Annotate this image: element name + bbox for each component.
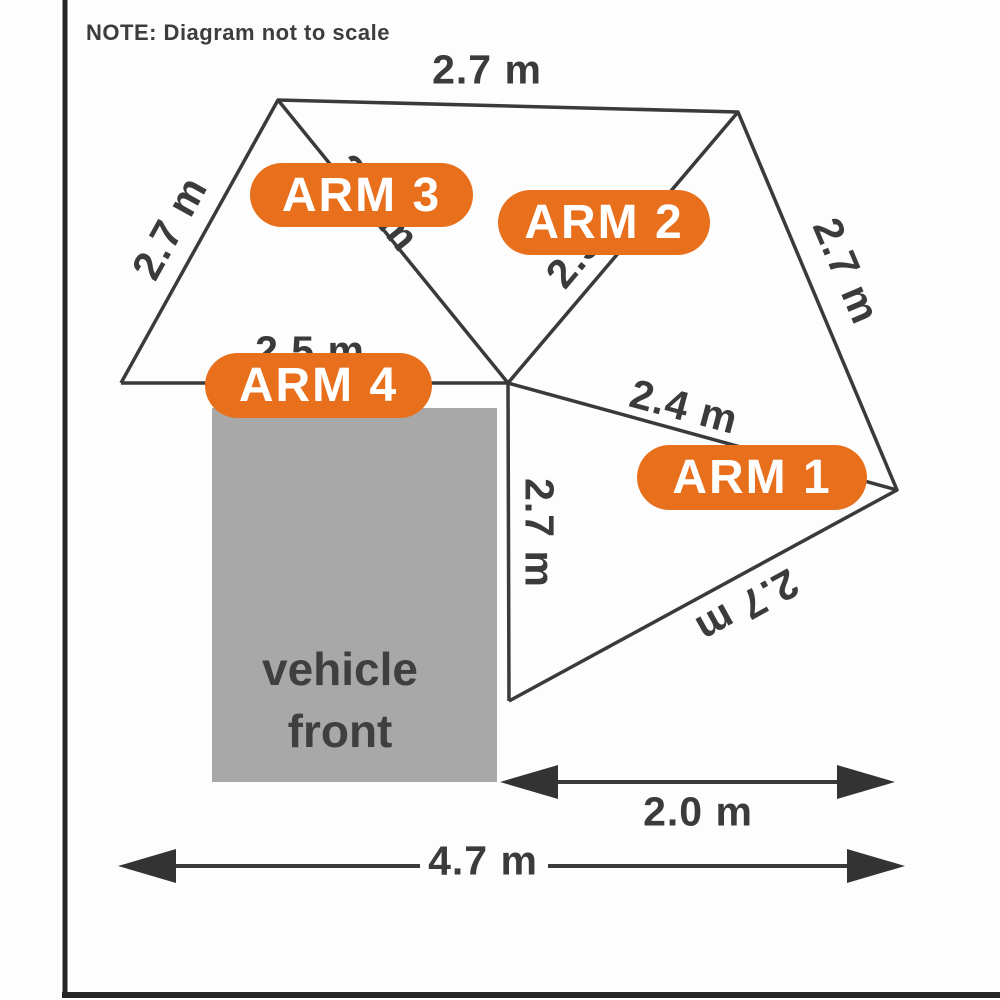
vehicle-front-label: vehicle front bbox=[262, 638, 418, 762]
badge-arm2: ARM 2 bbox=[498, 190, 710, 255]
center-drop-line bbox=[506, 382, 511, 702]
awning-depth-arrowhead-right bbox=[837, 765, 895, 799]
total-length-arrowhead-right bbox=[847, 849, 905, 883]
dim-center-drop: 2.7 m bbox=[516, 478, 563, 588]
badge-arm3: ARM 3 bbox=[250, 163, 473, 227]
dim-top-edge: 2.7 m bbox=[432, 46, 542, 93]
vehicle-front-label-line2: front bbox=[287, 705, 393, 757]
dim-total-length: 4.7 m bbox=[428, 837, 538, 884]
badge-arm4: ARM 4 bbox=[205, 353, 432, 418]
dim-awning-depth: 2.0 m bbox=[643, 788, 753, 835]
note-text: NOTE: Diagram not to scale bbox=[86, 20, 390, 45]
badge-arm1: ARM 1 bbox=[637, 445, 867, 510]
vehicle-front-label-line1: vehicle bbox=[262, 642, 418, 695]
awning-depth-arrowhead-left bbox=[500, 765, 558, 799]
total-length-arrowhead-left bbox=[118, 849, 176, 883]
arm3-spoke-line bbox=[276, 98, 510, 385]
vehicle-front-rect bbox=[212, 408, 497, 782]
